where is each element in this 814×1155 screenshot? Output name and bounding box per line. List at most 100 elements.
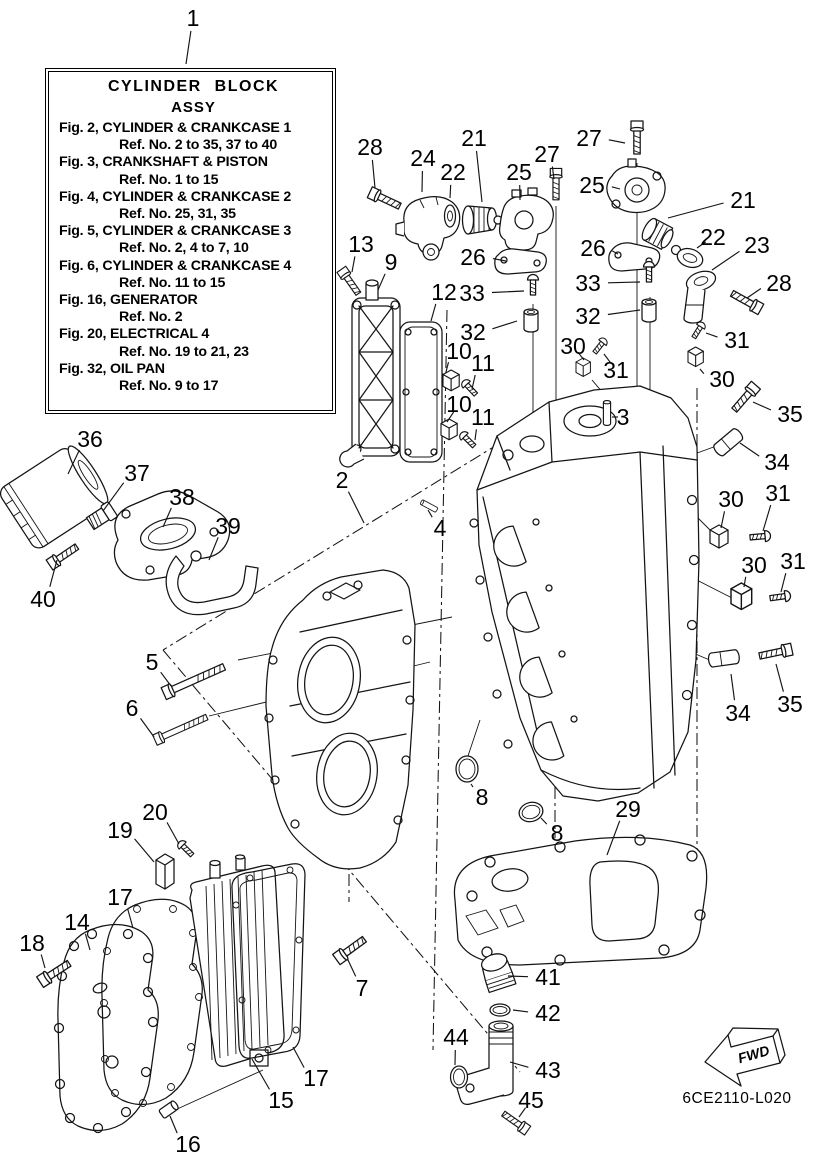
leader-line-42: [512, 1009, 529, 1013]
leader-line-31: [603, 353, 612, 364]
oil-filter-group-drawing: [0, 445, 259, 616]
leader-line-25: [611, 186, 621, 190]
leader-line-11: [474, 429, 477, 441]
plug-41: [480, 953, 517, 994]
info-box-inner: CYLINDER BLOCK ASSY Fig. 2, CYLINDER & C…: [48, 71, 333, 411]
callout-25-21: 25: [579, 172, 605, 198]
leader-line-14: [84, 933, 91, 951]
callout-39-44: 39: [215, 513, 241, 539]
dowel-pin-4: [419, 499, 439, 513]
callout-12-12: 12: [431, 279, 457, 305]
leader-line-27: [608, 139, 626, 144]
info-box-ref-line: Ref. No. 19 to 21, 23: [119, 343, 249, 360]
callout-1-0: 1: [187, 5, 200, 31]
callout-18-52: 18: [19, 930, 45, 956]
callout-10-15: 10: [446, 391, 472, 417]
leader-line-30: [743, 576, 747, 588]
callout-11-14: 11: [471, 350, 495, 376]
leader-line-6: [140, 718, 155, 738]
info-box-ref-line: Ref. No. 9 to 17: [119, 378, 219, 395]
callout-34-39: 34: [725, 700, 751, 726]
info-box-fig-line: Fig. 5, CYLINDER & CRANKCASE 3: [59, 223, 292, 240]
drawing-code: 6CE2110-L020: [682, 1090, 791, 1107]
callout-21-3: 21: [461, 125, 487, 151]
callout-45-61: 45: [518, 1087, 544, 1113]
water-fitting-23: [683, 270, 717, 324]
info-box-fig-line: Fig. 3, CRANKSHAFT & PISTON: [59, 154, 268, 171]
leader-line-16: [169, 1115, 178, 1134]
leader-line-28: [371, 159, 376, 189]
dowel-pin-3: [602, 400, 612, 426]
callout-29-56: 29: [615, 796, 641, 822]
leader-line-36: [67, 449, 80, 475]
leader-line-40: [49, 559, 58, 587]
leader-line-35: [775, 663, 784, 692]
leader-line-23: [711, 250, 740, 271]
info-box-ref-line: Ref. No. 25, 31, 35: [119, 206, 236, 223]
callout-4-18: 4: [434, 515, 447, 541]
leader-lines: [40, 30, 787, 1134]
callout-32-11: 32: [460, 319, 486, 345]
leader-line-31: [780, 572, 787, 593]
leader-line-30: [577, 351, 585, 361]
callout-22-23: 22: [700, 224, 726, 250]
leader-line-10: [446, 411, 455, 423]
callout-6-47: 6: [126, 695, 139, 721]
leader-line-29: [606, 820, 621, 856]
leader-line-10: [445, 361, 450, 373]
callout-44-59: 44: [443, 1024, 469, 1050]
callout-19-49: 19: [107, 817, 133, 843]
callout-33-26: 33: [575, 270, 601, 296]
thermostat-left: [461, 205, 503, 235]
leader-line-8: [540, 817, 548, 825]
leader-line-9: [377, 273, 386, 291]
leader-line-35: [752, 401, 772, 411]
callout-20-48: 20: [142, 799, 168, 825]
leader-line-31: [705, 332, 718, 338]
leader-line-22: [696, 241, 707, 249]
leader-line-17: [292, 1046, 305, 1068]
leader-line-30: [699, 368, 705, 374]
callout-26-24: 26: [580, 235, 606, 261]
callout-31-30: 31: [603, 357, 629, 383]
callout-10-13: 10: [446, 338, 472, 364]
callout-30-35: 30: [718, 486, 744, 512]
crankcase-bolts-drawing: [151, 659, 228, 747]
callout-17-50: 17: [107, 884, 133, 910]
info-box-ref-line: Ref. No. 2: [119, 309, 183, 326]
leader-line-26: [612, 250, 619, 255]
callout-35-40: 35: [777, 691, 803, 717]
leader-line-45: [518, 1107, 527, 1118]
callout-30-32: 30: [709, 366, 735, 392]
callout-28-27: 28: [766, 270, 792, 296]
leader-line-41: [507, 975, 529, 978]
head-gasket-drawing: [399, 321, 443, 463]
callout-11-16: 11: [471, 404, 495, 430]
callout-31-36: 31: [765, 480, 791, 506]
info-box-ref-line: Ref. No. 2, 4 to 7, 10: [119, 240, 249, 257]
callout-40-45: 40: [30, 586, 56, 612]
leader-line-15: [251, 1058, 270, 1090]
callout-9-8: 9: [385, 249, 398, 275]
leader-line-20: [166, 822, 180, 845]
bottom-center-drawing: [331, 755, 708, 1137]
callout-25-5: 25: [506, 159, 532, 185]
info-box-ref-line: Ref. No. 2 to 35, 37 to 40: [119, 137, 278, 154]
callout-30-29: 30: [560, 333, 586, 359]
leader-line-7: [347, 959, 357, 977]
callout-3-19: 3: [617, 404, 630, 430]
callout-31-31: 31: [724, 327, 750, 353]
callout-32-28: 32: [575, 303, 601, 329]
callout-43-60: 43: [535, 1057, 561, 1083]
info-box-subtitle: ASSY: [171, 99, 216, 116]
damper-19: [155, 853, 175, 890]
callout-35-33: 35: [777, 401, 803, 427]
callout-13-7: 13: [348, 231, 374, 257]
lower-covers-drawing: [35, 838, 306, 1134]
info-box-ref-line: Ref. No. 1 to 15: [119, 171, 219, 188]
callout-34-34: 34: [764, 449, 790, 475]
leader-line-27: [551, 166, 555, 180]
leader-line-38: [162, 507, 172, 528]
